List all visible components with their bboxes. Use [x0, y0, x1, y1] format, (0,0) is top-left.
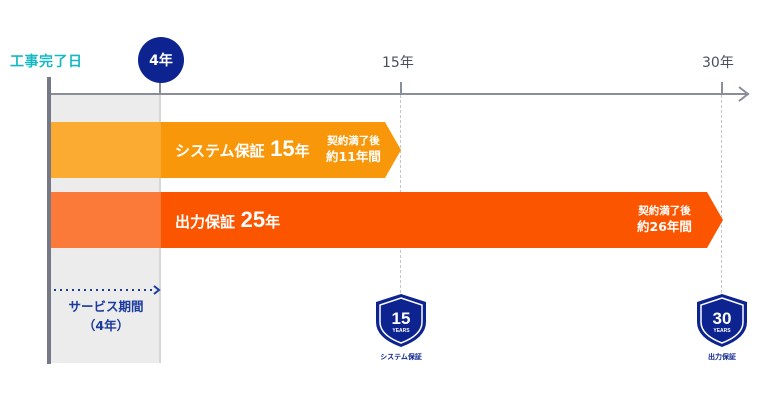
- system-warranty-label: システム保証 15年: [175, 136, 310, 162]
- shield-icon: 15 YEARS: [376, 294, 426, 347]
- output-warranty-note-line1: 契約満了後: [638, 205, 691, 217]
- system-warranty-bar: [161, 122, 401, 178]
- badge-15-caption: システム保証: [380, 353, 422, 361]
- service-period-label: サービス期間 （4年）: [52, 297, 160, 335]
- badge-30-caption: 出力保証: [708, 353, 736, 361]
- badge-30-number: 30: [713, 309, 732, 328]
- tick-label-15: 15年: [382, 55, 414, 71]
- output-warranty-note-line2: 約26年間: [637, 219, 692, 234]
- start-axis-line: [47, 77, 51, 364]
- badge-15-years: 15 YEARS システム保証: [374, 292, 428, 362]
- year-30-guide-line: [721, 95, 722, 293]
- output-warranty-label: 出力保証 25年: [175, 207, 280, 233]
- axis-arrow-icon: [738, 86, 750, 102]
- system-warranty-number: 15: [270, 136, 295, 161]
- system-warranty-note-line1: 契約満了後: [327, 135, 380, 147]
- output-warranty-note: 契約満了後 約26年間: [637, 204, 692, 234]
- system-warranty-unit: 年: [294, 142, 310, 160]
- service-period-line1: サービス期間: [68, 299, 144, 314]
- start-label: 工事完了日: [10, 54, 83, 70]
- shield-icon: 30 YEARS: [697, 294, 747, 347]
- system-warranty-note: 契約満了後 約11年間: [326, 134, 381, 164]
- output-warranty-number: 25: [240, 207, 266, 232]
- badge-30-years-text: YEARS: [713, 328, 731, 334]
- output-warranty-bar: [161, 192, 723, 248]
- system-warranty-bar-elapsed: [51, 122, 161, 178]
- current-year-marker: 4年: [138, 37, 184, 83]
- output-warranty-title: 出力保証: [175, 213, 236, 231]
- system-warranty-note-line2: 約11年間: [326, 149, 381, 164]
- system-warranty-title: システム保証: [175, 142, 265, 160]
- tick-year-30: [721, 82, 723, 94]
- tick-year-15: [400, 82, 402, 94]
- badge-15-years-text: YEARS: [392, 328, 410, 334]
- output-warranty-bar-elapsed: [51, 192, 161, 248]
- service-period-line2: （4年）: [82, 318, 130, 333]
- timeline-axis: [49, 93, 749, 95]
- service-period-arrow-icon: [54, 285, 161, 295]
- tick-year-4: [159, 82, 161, 94]
- output-warranty-unit: 年: [265, 213, 281, 231]
- badge-15-number: 15: [392, 309, 411, 328]
- badge-30-years: 30 YEARS 出力保証: [695, 292, 749, 362]
- tick-label-30: 30年: [702, 55, 734, 71]
